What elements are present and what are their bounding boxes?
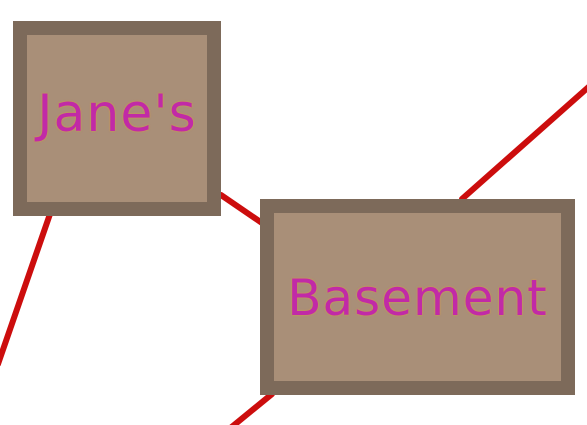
node-basement-label: Basement	[287, 269, 548, 327]
edge-basement-to-offscreen-top-right	[459, 84, 587, 202]
edge-janes-to-offscreen-bottom-left	[0, 211, 53, 367]
edge-janes-to-basement	[218, 192, 265, 226]
node-janes-label: Jane's	[37, 83, 197, 144]
edge-basement-to-offscreen-bottom	[229, 391, 275, 425]
node-basement[interactable]: Basement	[260, 199, 575, 395]
node-janes[interactable]: Jane's	[13, 21, 221, 216]
